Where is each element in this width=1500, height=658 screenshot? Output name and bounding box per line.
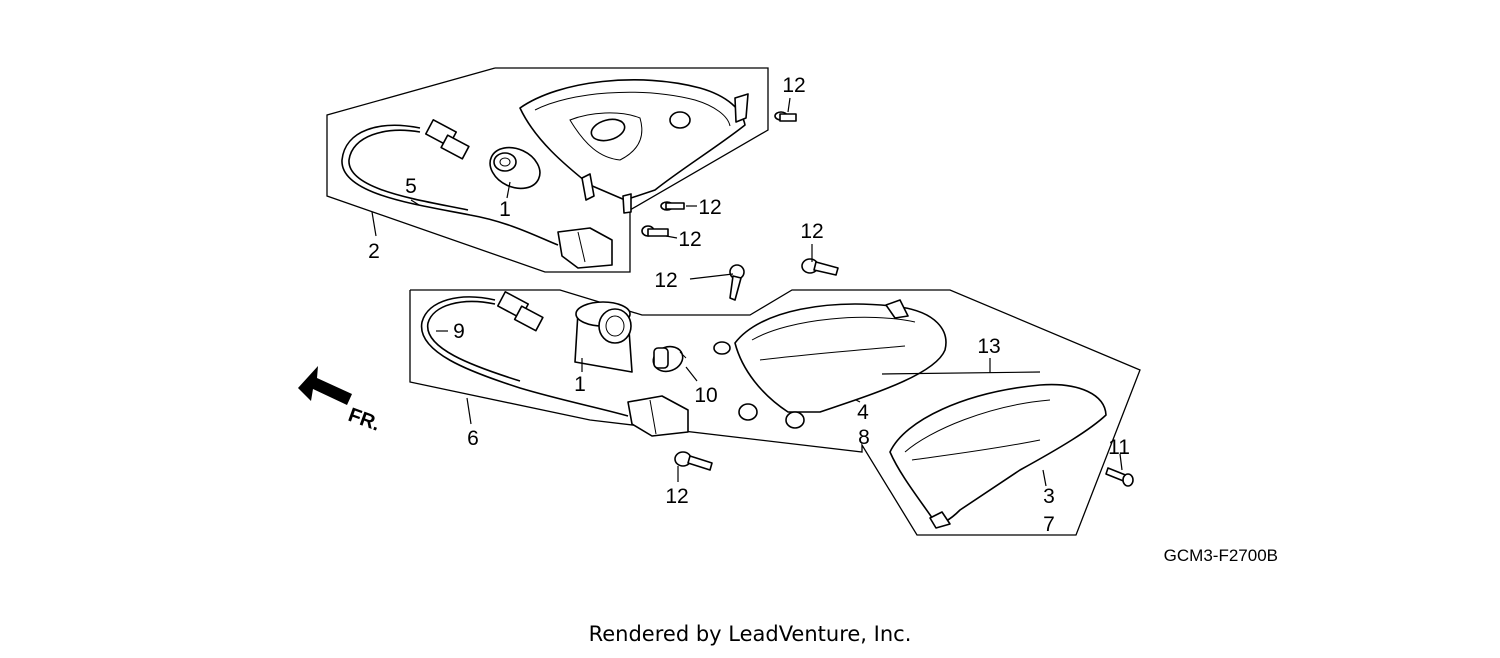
footer-credit: Rendered by LeadVenture, Inc. (588, 622, 912, 646)
callout-12a: 12 (782, 74, 805, 97)
callout-12f: 12 (665, 485, 688, 508)
screw-12c (641, 225, 669, 237)
screw-12d (729, 264, 745, 301)
upper-wire-harness (341, 119, 613, 269)
callout-3: 3 (1043, 485, 1055, 508)
bulb (652, 345, 687, 373)
screw-12b (660, 201, 685, 211)
lower-wire-harness (420, 291, 689, 437)
callout-9: 9 (453, 320, 465, 343)
callout-10: 10 (694, 384, 717, 407)
front-direction-label: FR. (345, 404, 383, 436)
callout-2: 2 (368, 240, 380, 263)
screw-12f (674, 451, 713, 471)
callout-8: 8 (858, 426, 870, 449)
leader-lines (371, 97, 1123, 487)
upper-assembly-frame (326, 67, 769, 273)
front-direction-arrow-icon: FR. (298, 366, 383, 436)
screw-12a (774, 111, 797, 122)
diagram-code: GCM3-F2700B (1164, 546, 1278, 565)
upper-lamp-housing (519, 79, 749, 214)
callout-13: 13 (977, 335, 1000, 358)
callout-4: 4 (857, 401, 869, 424)
callout-12d: 12 (654, 269, 677, 292)
screw-12e (801, 258, 839, 276)
callout-1-lower: 1 (574, 373, 586, 396)
callout-12e: 12 (800, 220, 823, 243)
callout-5: 5 (405, 175, 417, 198)
callout-1-upper: 1 (499, 198, 511, 221)
lower-bulb-socket (574, 301, 633, 373)
lower-lamp-housing (713, 299, 947, 429)
callout-12c: 12 (678, 228, 701, 251)
callout-12b: 12 (698, 196, 721, 219)
callout-11: 11 (1108, 436, 1130, 459)
callout-7: 7 (1043, 513, 1055, 536)
lens-cover (889, 383, 1107, 529)
screw-11 (1105, 467, 1134, 487)
callout-6: 6 (467, 427, 479, 450)
upper-bulb-socket (489, 146, 541, 190)
